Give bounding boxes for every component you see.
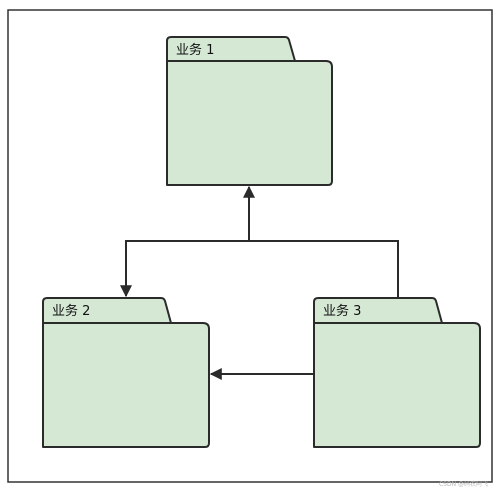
package-business-3: 业务 3 bbox=[313, 297, 481, 448]
package-business-3-label: 业务 3 bbox=[323, 303, 361, 319]
edge-junction-to-business-2 bbox=[120, 240, 249, 298]
watermark-text: CSDN @码农阿飞 bbox=[439, 480, 488, 488]
diagram-frame bbox=[7, 9, 493, 483]
package-business-1-label: 业务 1 bbox=[176, 42, 214, 58]
edge-business-3-to-business-1 bbox=[243, 185, 399, 298]
package-business-2-shape bbox=[42, 297, 210, 448]
package-business-2-label: 业务 2 bbox=[52, 303, 90, 319]
package-business-1-shape bbox=[166, 36, 333, 186]
package-business-1: 业务 1 bbox=[166, 36, 333, 186]
package-business-2: 业务 2 bbox=[42, 297, 210, 448]
package-business-3-shape bbox=[313, 297, 481, 448]
